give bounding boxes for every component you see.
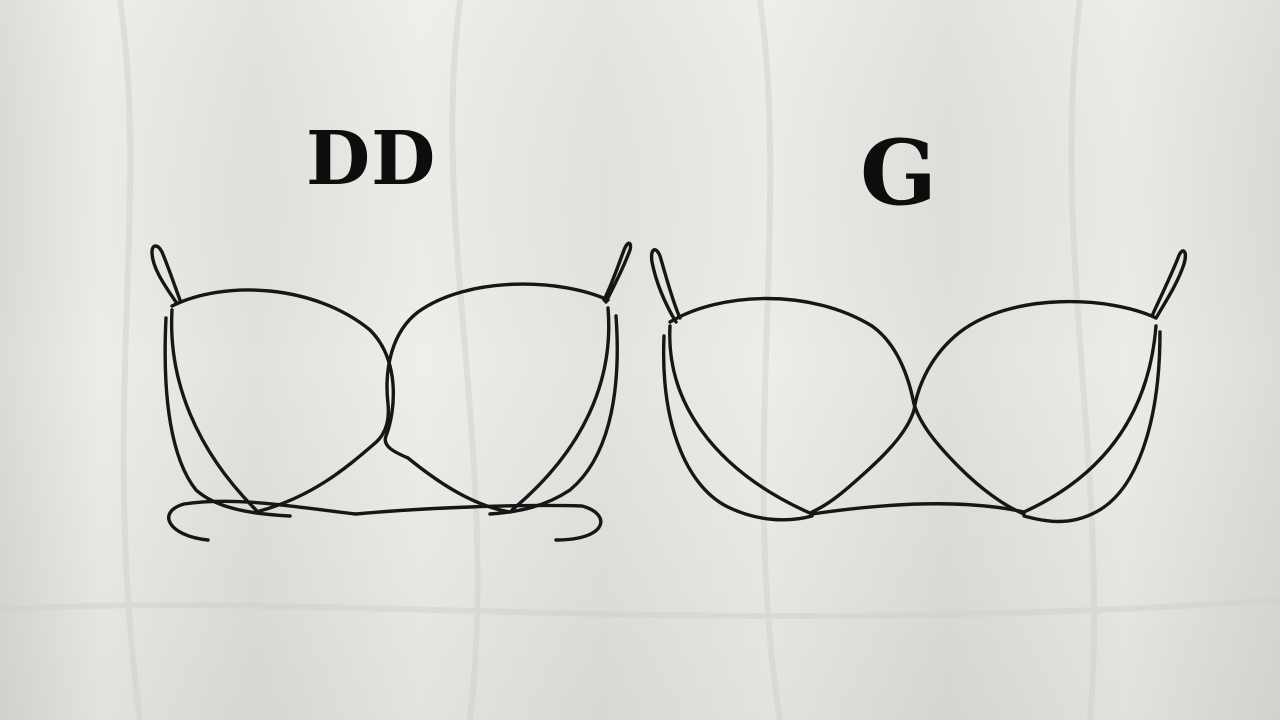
g-right-outer-underwire [1022,330,1162,524]
g-left-outer-underwire [661,334,814,522]
dd-size-label: DD [306,116,437,202]
dd-wire-frame [150,241,633,542]
g-size-label: G [860,120,938,226]
dd-right-hook [602,241,633,304]
dd-right-cup-top [254,282,610,514]
g-right-cup-top [810,299,1158,514]
dd-band-wire [167,499,603,542]
dd-right-outer-underwire [488,314,619,516]
dd-left-outer-underwire [163,316,292,518]
dd-left-hook [150,244,182,304]
g-left-cup-top [668,296,1026,516]
dd-right-inner-underwire [510,306,611,512]
dd-left-cup-top [170,288,512,514]
g-right-hook [1150,249,1188,320]
g-right-inner-underwire [1022,324,1158,514]
g-wire-frame [649,248,1188,524]
g-left-hook [649,248,682,324]
g-band-wire [810,502,1026,516]
g-left-inner-underwire [668,324,814,516]
dd-left-inner-underwire [169,308,258,512]
